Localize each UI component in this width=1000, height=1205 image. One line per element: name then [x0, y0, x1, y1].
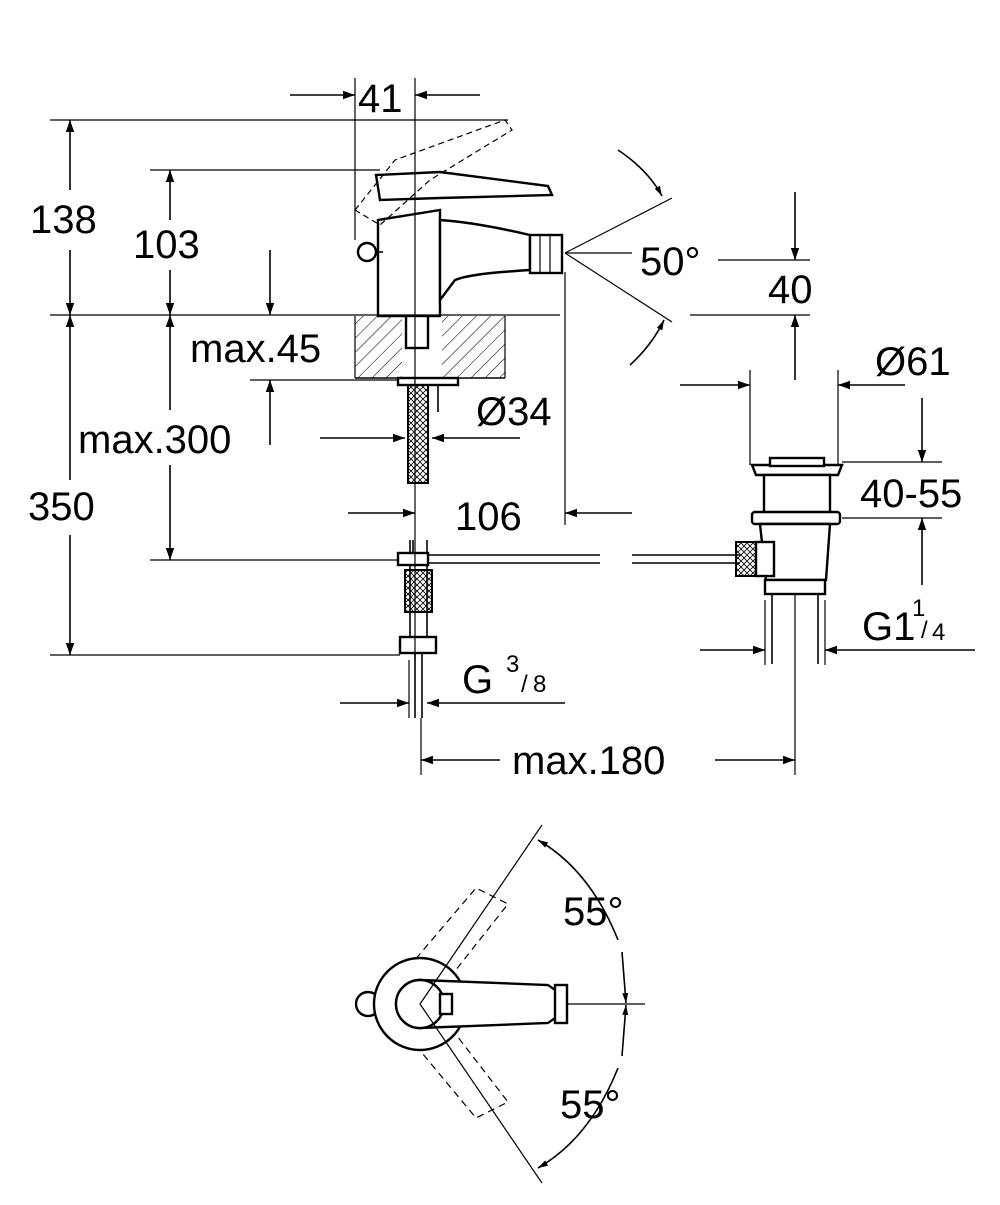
dim-103: 103 [133, 223, 200, 267]
thread-g-numerator: 3 [506, 651, 519, 678]
dim-50-deg: 50° [640, 240, 701, 284]
dim-350: 350 [28, 485, 95, 529]
dim-55-deg-upper: 55° [563, 890, 624, 934]
faucet-top-view [354, 824, 645, 1184]
popup-rod [428, 541, 757, 577]
dim-55-deg-lower: 55° [560, 1083, 621, 1127]
thread-g-denominator: 8 [533, 671, 546, 698]
dim-106: 106 [455, 495, 522, 539]
dimension-lines [50, 78, 975, 775]
faucet-side-view [354, 119, 564, 484]
dim-thread-g-3-8: G 3 / 8 [462, 651, 546, 702]
dim-max-180: max.180 [512, 739, 665, 783]
mounting-plate [396, 376, 460, 387]
dim-40-55: 40-55 [860, 472, 962, 516]
dim-diameter-34: Ø34 [476, 390, 552, 434]
lever-open-position [354, 119, 513, 226]
thread-g1-denominator: 4 [932, 619, 945, 646]
faucet-body [376, 208, 442, 318]
dim-max-45: max.45 [190, 327, 321, 371]
thread-g1-main: G1 [862, 605, 915, 649]
thread-g-main: G [462, 658, 493, 702]
dimension-labels: 41 138 103 50° 40 max.45 Ø61 Ø34 max.300… [28, 77, 962, 1127]
threaded-rod [407, 384, 429, 484]
popup-knob [356, 241, 378, 263]
lever-handle [374, 170, 554, 202]
svg-text:/: / [921, 617, 928, 644]
dim-40: 40 [768, 268, 813, 312]
dim-41: 41 [358, 77, 403, 121]
hose-nut [398, 635, 438, 655]
dim-diameter-61: Ø61 [875, 340, 951, 384]
svg-text:/: / [521, 671, 528, 698]
supply-hose [396, 540, 438, 718]
drain-nut [750, 510, 842, 526]
drain-valve [750, 456, 844, 664]
spout [438, 218, 532, 304]
dim-max-300: max.300 [78, 418, 231, 462]
spray-nozzle [528, 233, 564, 275]
dim-138: 138 [30, 198, 97, 242]
thread-g1-numerator: 1 [912, 595, 925, 622]
dim-thread-g1-1-4: G1 1 / 4 [862, 595, 945, 649]
